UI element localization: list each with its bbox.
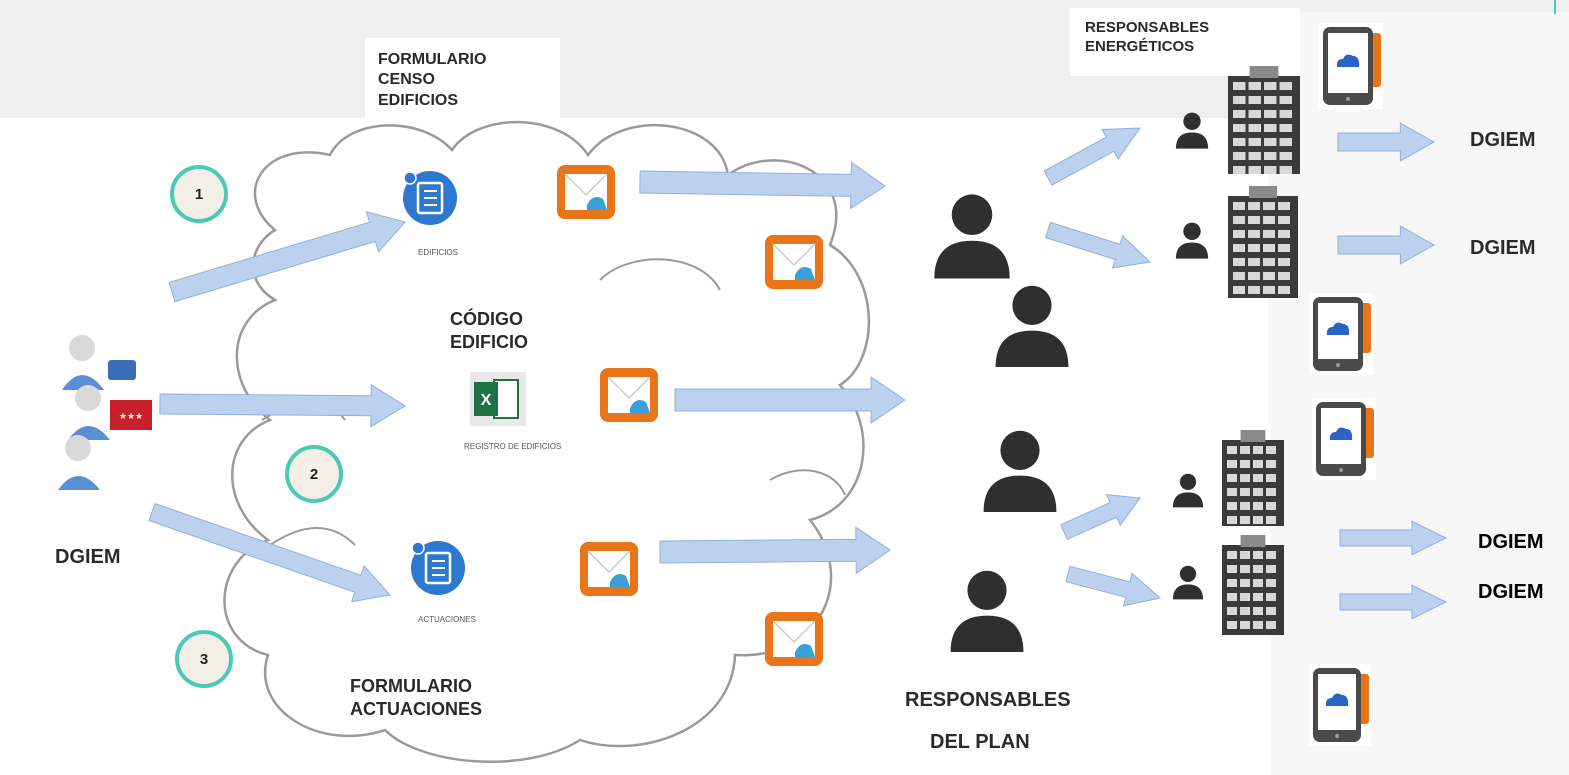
destination-label: DGIEM xyxy=(1470,129,1536,151)
census-label-box xyxy=(365,38,560,134)
energy-label-box xyxy=(1070,8,1300,76)
plan-responsibles-label-2: DEL PLAN xyxy=(930,731,1030,753)
mail-icons xyxy=(557,165,823,666)
tablet-onedrive-icon xyxy=(1319,23,1383,109)
flow-arrow xyxy=(1044,221,1152,269)
form-icon xyxy=(403,171,457,225)
cloud-shape xyxy=(223,120,870,763)
person-icon xyxy=(1175,222,1209,259)
destination-label: DGIEM xyxy=(1478,581,1544,603)
energy-responsibles-label: RESPONSABLES ENERGÉTICOS xyxy=(1085,19,1210,56)
flow-arrow xyxy=(1337,225,1436,265)
registry-caption: REGISTRO DE EDIFICIOS xyxy=(464,442,562,451)
flow-arrow xyxy=(659,526,891,575)
step-1-badge: 1 xyxy=(170,165,228,223)
plan-responsibles-label: RESPONSABLES xyxy=(905,689,1071,711)
flow-arrow xyxy=(639,161,886,210)
cloud-inner-curve xyxy=(769,469,846,496)
tablets xyxy=(1309,23,1383,746)
mail-icon xyxy=(765,612,823,666)
actions-form-title: FORMULARIO ACTUACIONES xyxy=(350,676,483,720)
person-icon xyxy=(995,285,1069,367)
census-form-caption: EDIFICIOS xyxy=(418,248,459,257)
destination-label: DGIEM xyxy=(1478,531,1544,553)
mail-icon xyxy=(557,165,615,219)
person-icon xyxy=(934,194,1010,279)
svg-text:X: X xyxy=(481,392,492,409)
flow-arrow xyxy=(1065,565,1162,607)
flow-arrow xyxy=(148,502,391,603)
building-icon xyxy=(1222,535,1284,635)
flow-arrow xyxy=(1339,584,1448,620)
flow-arrow xyxy=(1339,520,1448,556)
step-2-badge: 2 xyxy=(285,445,343,503)
flow-arrows xyxy=(148,122,1448,620)
person-icon xyxy=(950,570,1024,652)
census-form-title: FORMULARIO CENSO EDIFICIOS xyxy=(378,51,487,109)
mail-icon xyxy=(580,542,638,596)
tablet-onedrive-icon xyxy=(1312,398,1376,480)
flow-arrow xyxy=(159,383,406,428)
flow-arrow xyxy=(1337,122,1436,162)
buildings xyxy=(1222,66,1300,635)
excel-icon: X xyxy=(470,372,526,426)
cloud-inner-curve xyxy=(599,258,721,291)
flow-arrow xyxy=(168,210,406,303)
right-edge-line xyxy=(1554,0,1556,14)
tablet-onedrive-icon xyxy=(1309,293,1373,375)
building-icon xyxy=(1228,66,1300,174)
admin-users-icon: ★★★ xyxy=(58,335,152,490)
step-3-badge: 3 xyxy=(175,630,233,688)
mail-icon xyxy=(765,235,823,289)
destination-label: DGIEM xyxy=(1470,237,1536,259)
person-icon xyxy=(983,430,1057,512)
flow-arrow xyxy=(1043,127,1141,186)
svg-text:★★★: ★★★ xyxy=(119,411,143,421)
form-icon xyxy=(411,541,465,595)
actions-form-caption: ACTUACIONES xyxy=(418,615,476,624)
person-icon xyxy=(1172,473,1204,508)
tablet-onedrive-icon xyxy=(1309,664,1371,746)
building-icon xyxy=(1228,186,1298,298)
persons xyxy=(934,112,1209,652)
code-title: CÓDIGO EDIFICIO xyxy=(450,309,529,353)
person-icon xyxy=(1175,112,1209,149)
mail-icon xyxy=(600,368,658,422)
flow-arrow xyxy=(1060,494,1141,540)
origin-label: DGIEM xyxy=(55,546,121,568)
person-icon xyxy=(1172,565,1204,600)
building-icon xyxy=(1222,430,1284,526)
flow-arrow xyxy=(674,375,906,425)
cloud-inner-curve xyxy=(269,527,356,546)
